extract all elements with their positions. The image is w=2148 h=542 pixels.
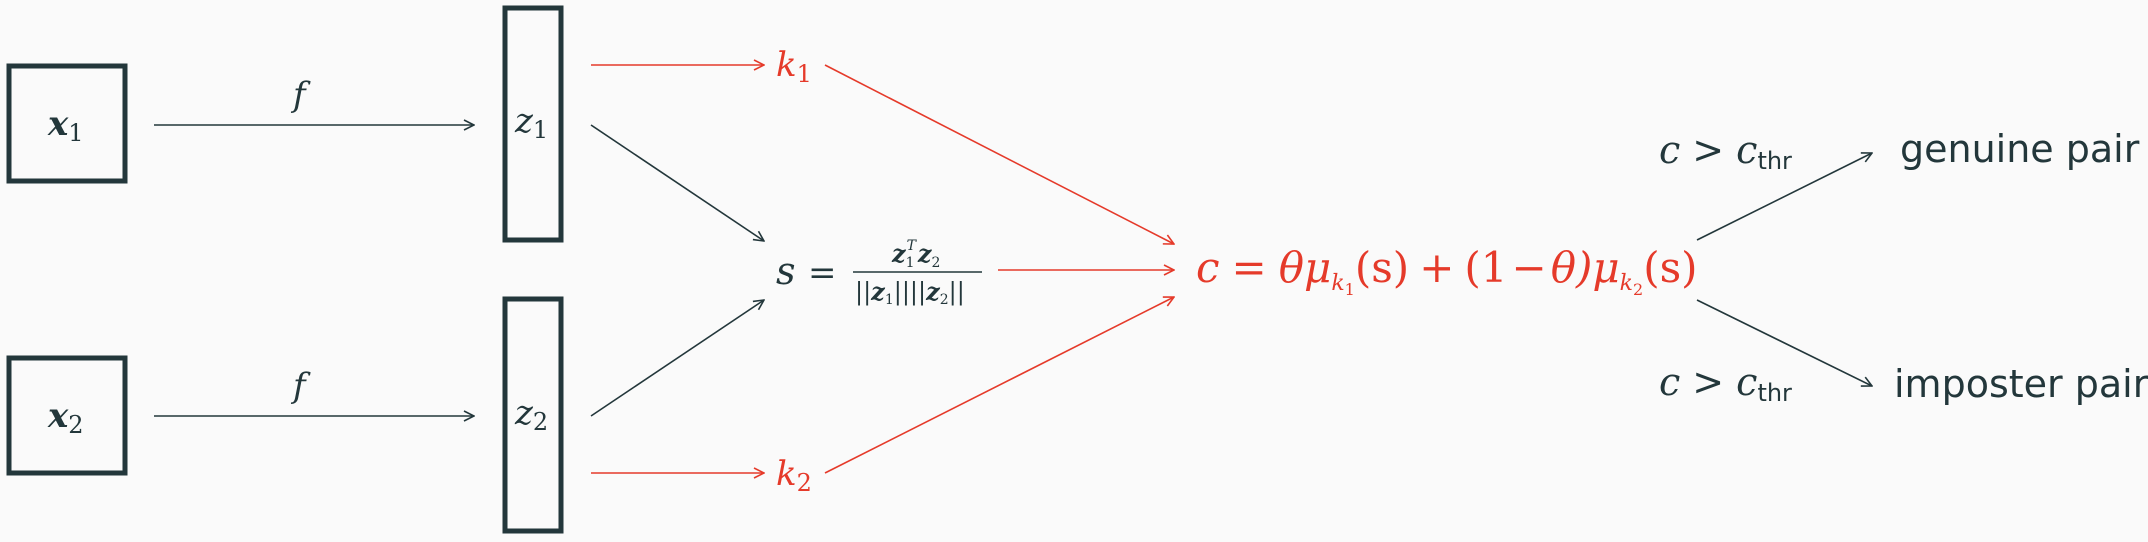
input-x2-box (6, 355, 128, 476)
key-k2-label: k2 (776, 454, 812, 497)
z1-to-similarity-arrow (590, 124, 764, 241)
z2-to-similarity-arrow (590, 300, 764, 417)
imposter-condition: c>cthr (1659, 360, 1792, 407)
k2-to-confidence-arrow (824, 297, 1174, 474)
imposter-pair-label: imposter pair (1894, 362, 2148, 406)
embedding-z2-box (502, 296, 564, 534)
svg-text:=: = (808, 253, 837, 293)
similarity-formula: s = z1Tz2 ||z1||||z2|| (776, 238, 982, 308)
similarity-denominator: ||z1||||z2|| (855, 277, 965, 308)
input-x1-label: x1 (47, 104, 84, 147)
svg-text:s: s (776, 249, 796, 293)
genuine-arrow (1696, 153, 1872, 241)
key-k1-label: k1 (776, 45, 812, 88)
k1-to-confidence-arrow (824, 64, 1174, 244)
imposter-arrow (1696, 299, 1872, 386)
similarity-numerator: z1Tz2 (891, 238, 940, 271)
f-label-top: f (290, 75, 311, 115)
embedding-z1-box (502, 5, 564, 243)
confidence-formula: c=θμk1(s)+(1−θ)μk2(s) (1196, 243, 1698, 299)
genuine-condition: c>cthr (1659, 128, 1792, 175)
input-x2-label: x2 (47, 396, 84, 439)
genuine-pair-label: genuine pair (1900, 127, 2140, 171)
input-x1-box (6, 63, 128, 184)
embedding-z1-label: z1 (514, 101, 548, 144)
embedding-z2-label: z2 (514, 393, 548, 436)
f-label-bottom: f (290, 366, 311, 406)
